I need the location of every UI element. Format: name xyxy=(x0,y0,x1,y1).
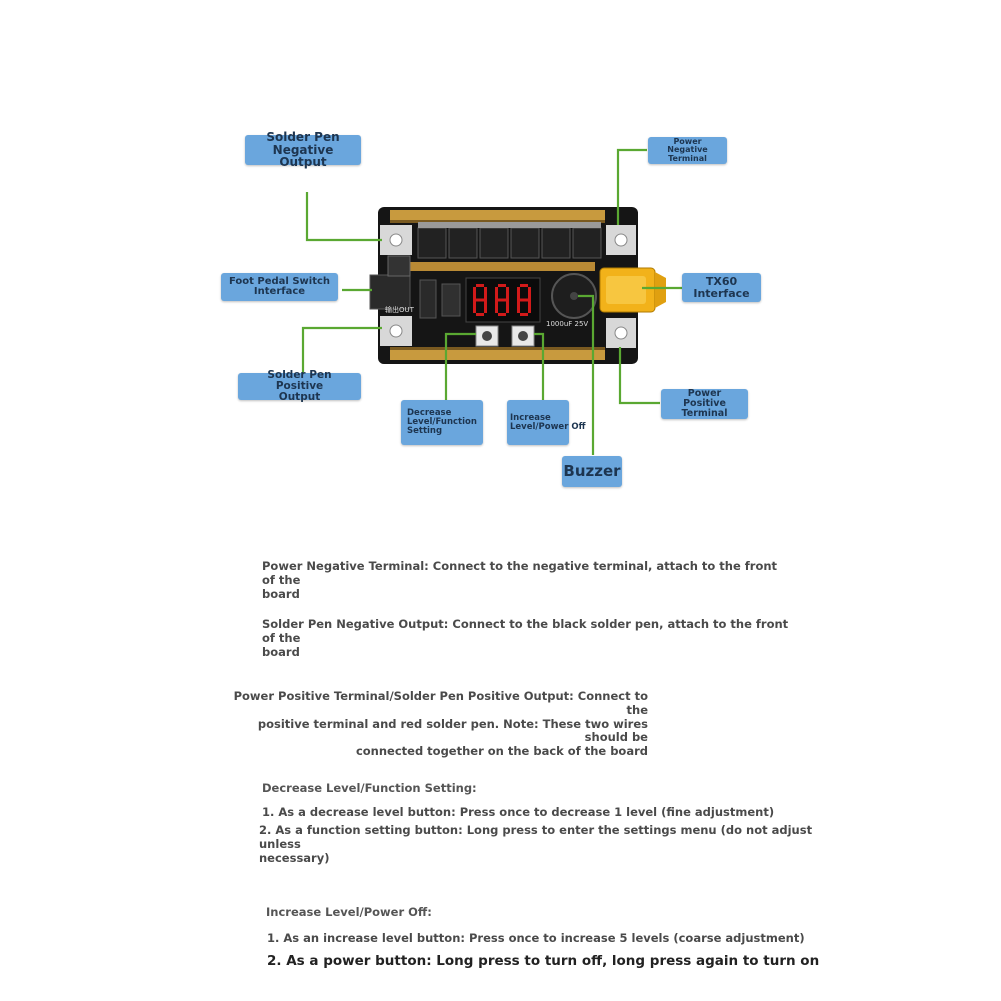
label-line: Solder Pen Positive xyxy=(267,368,332,392)
display-segment xyxy=(484,287,487,300)
label-line: Power Negative xyxy=(667,136,708,155)
label-line: Output xyxy=(278,391,321,404)
display-segment xyxy=(520,284,528,287)
desc-solder-pen-negative: Solder Pen Negative Output: Connect to t… xyxy=(262,617,792,659)
desc-line: 1. As a decrease level button: Press onc… xyxy=(262,805,775,819)
display-segment xyxy=(517,300,520,313)
label-line: Interface xyxy=(693,286,750,300)
desc-line: Power Negative Terminal: Connect to the … xyxy=(262,559,778,587)
mosfet-row xyxy=(417,222,602,259)
label-line: Level/Function xyxy=(407,417,477,428)
desc-line: Power Positive Terminal/Solder Pen Posit… xyxy=(233,689,648,717)
capacitor-label: 1000uF 25V xyxy=(546,320,588,328)
desc-line: board xyxy=(262,586,300,601)
desc-decrease-1: 1. As a decrease level button: Press onc… xyxy=(262,805,775,820)
display-segment xyxy=(520,313,528,316)
label-line: Increase xyxy=(510,412,551,423)
desc-line: Increase Level/Power Off: xyxy=(266,905,432,919)
label-line: Decrease xyxy=(407,408,452,419)
label-line: Foot Pedal Switch xyxy=(228,275,331,287)
desc-line: Solder Pen Negative Output: Connect to t… xyxy=(262,617,789,645)
desc-power-negative: Power Negative Terminal: Connect to the … xyxy=(262,559,782,601)
display-segment xyxy=(506,300,509,313)
desc-power-positive: Power Positive Terminal/Solder Pen Posit… xyxy=(230,689,648,759)
leader-lines xyxy=(301,148,685,455)
desc-line: necessary) xyxy=(259,850,330,865)
display-segment xyxy=(473,300,476,313)
display-segment xyxy=(473,287,476,300)
label-line: Solder Pen xyxy=(266,130,340,145)
copper-strip-bottom xyxy=(390,350,605,360)
desc-line: 2. As a power button: Long press to turn… xyxy=(267,953,820,969)
desc-line: positive terminal and red solder pen. No… xyxy=(257,716,648,745)
display-segment xyxy=(498,313,506,316)
desc-line: Decrease Level/Function Setting: xyxy=(262,781,477,795)
display-segment xyxy=(517,287,520,300)
label-line: Positive xyxy=(683,398,726,410)
copper-strip-top xyxy=(390,210,605,220)
display-segment xyxy=(495,300,498,313)
desc-line: 2. As a function setting button: Long pr… xyxy=(259,823,813,851)
copper-strip-mid xyxy=(410,262,595,271)
display-digits xyxy=(473,284,531,316)
label-line: Terminal xyxy=(681,407,728,419)
label-line: Interface xyxy=(253,286,306,297)
label-buzzer: Buzzer xyxy=(562,456,622,487)
desc-increase-1: 1. As an increase level button: Press on… xyxy=(267,931,805,946)
desc-line: board xyxy=(262,644,300,659)
desc-line: connected together on the back of the bo… xyxy=(355,744,648,759)
label-line: Power xyxy=(687,388,722,400)
display-segment xyxy=(476,298,484,302)
desc-increase-title: Increase Level/Power Off: xyxy=(266,905,432,920)
display-segment xyxy=(476,313,484,316)
label-line: TX60 xyxy=(705,274,738,288)
desc-decrease-2: 2. As a function setting button: Long pr… xyxy=(259,823,819,865)
silk-out-label: 输出OUT xyxy=(385,305,415,314)
label-line: Negative Output xyxy=(272,142,334,170)
display-segment xyxy=(495,287,498,300)
label-line: Level/Power Off xyxy=(510,421,586,432)
desc-line: 1. As an increase level button: Press on… xyxy=(267,931,805,945)
label-line: Buzzer xyxy=(563,461,621,480)
label-line: Terminal xyxy=(668,153,707,163)
display-segment xyxy=(484,300,487,313)
display-segment xyxy=(498,284,506,287)
xt60-connector xyxy=(599,267,666,313)
display-segment xyxy=(528,287,531,300)
foot-pedal-jack xyxy=(369,274,411,310)
label-line: Setting xyxy=(407,425,443,436)
display-segment xyxy=(528,300,531,313)
display-segment xyxy=(476,284,484,287)
display-segment xyxy=(498,298,506,302)
display-segment xyxy=(506,287,509,300)
desc-increase-2: 2. As a power button: Long press to turn… xyxy=(267,953,819,969)
desc-decrease-title: Decrease Level/Function Setting: xyxy=(262,781,477,796)
display-segment xyxy=(520,298,528,302)
